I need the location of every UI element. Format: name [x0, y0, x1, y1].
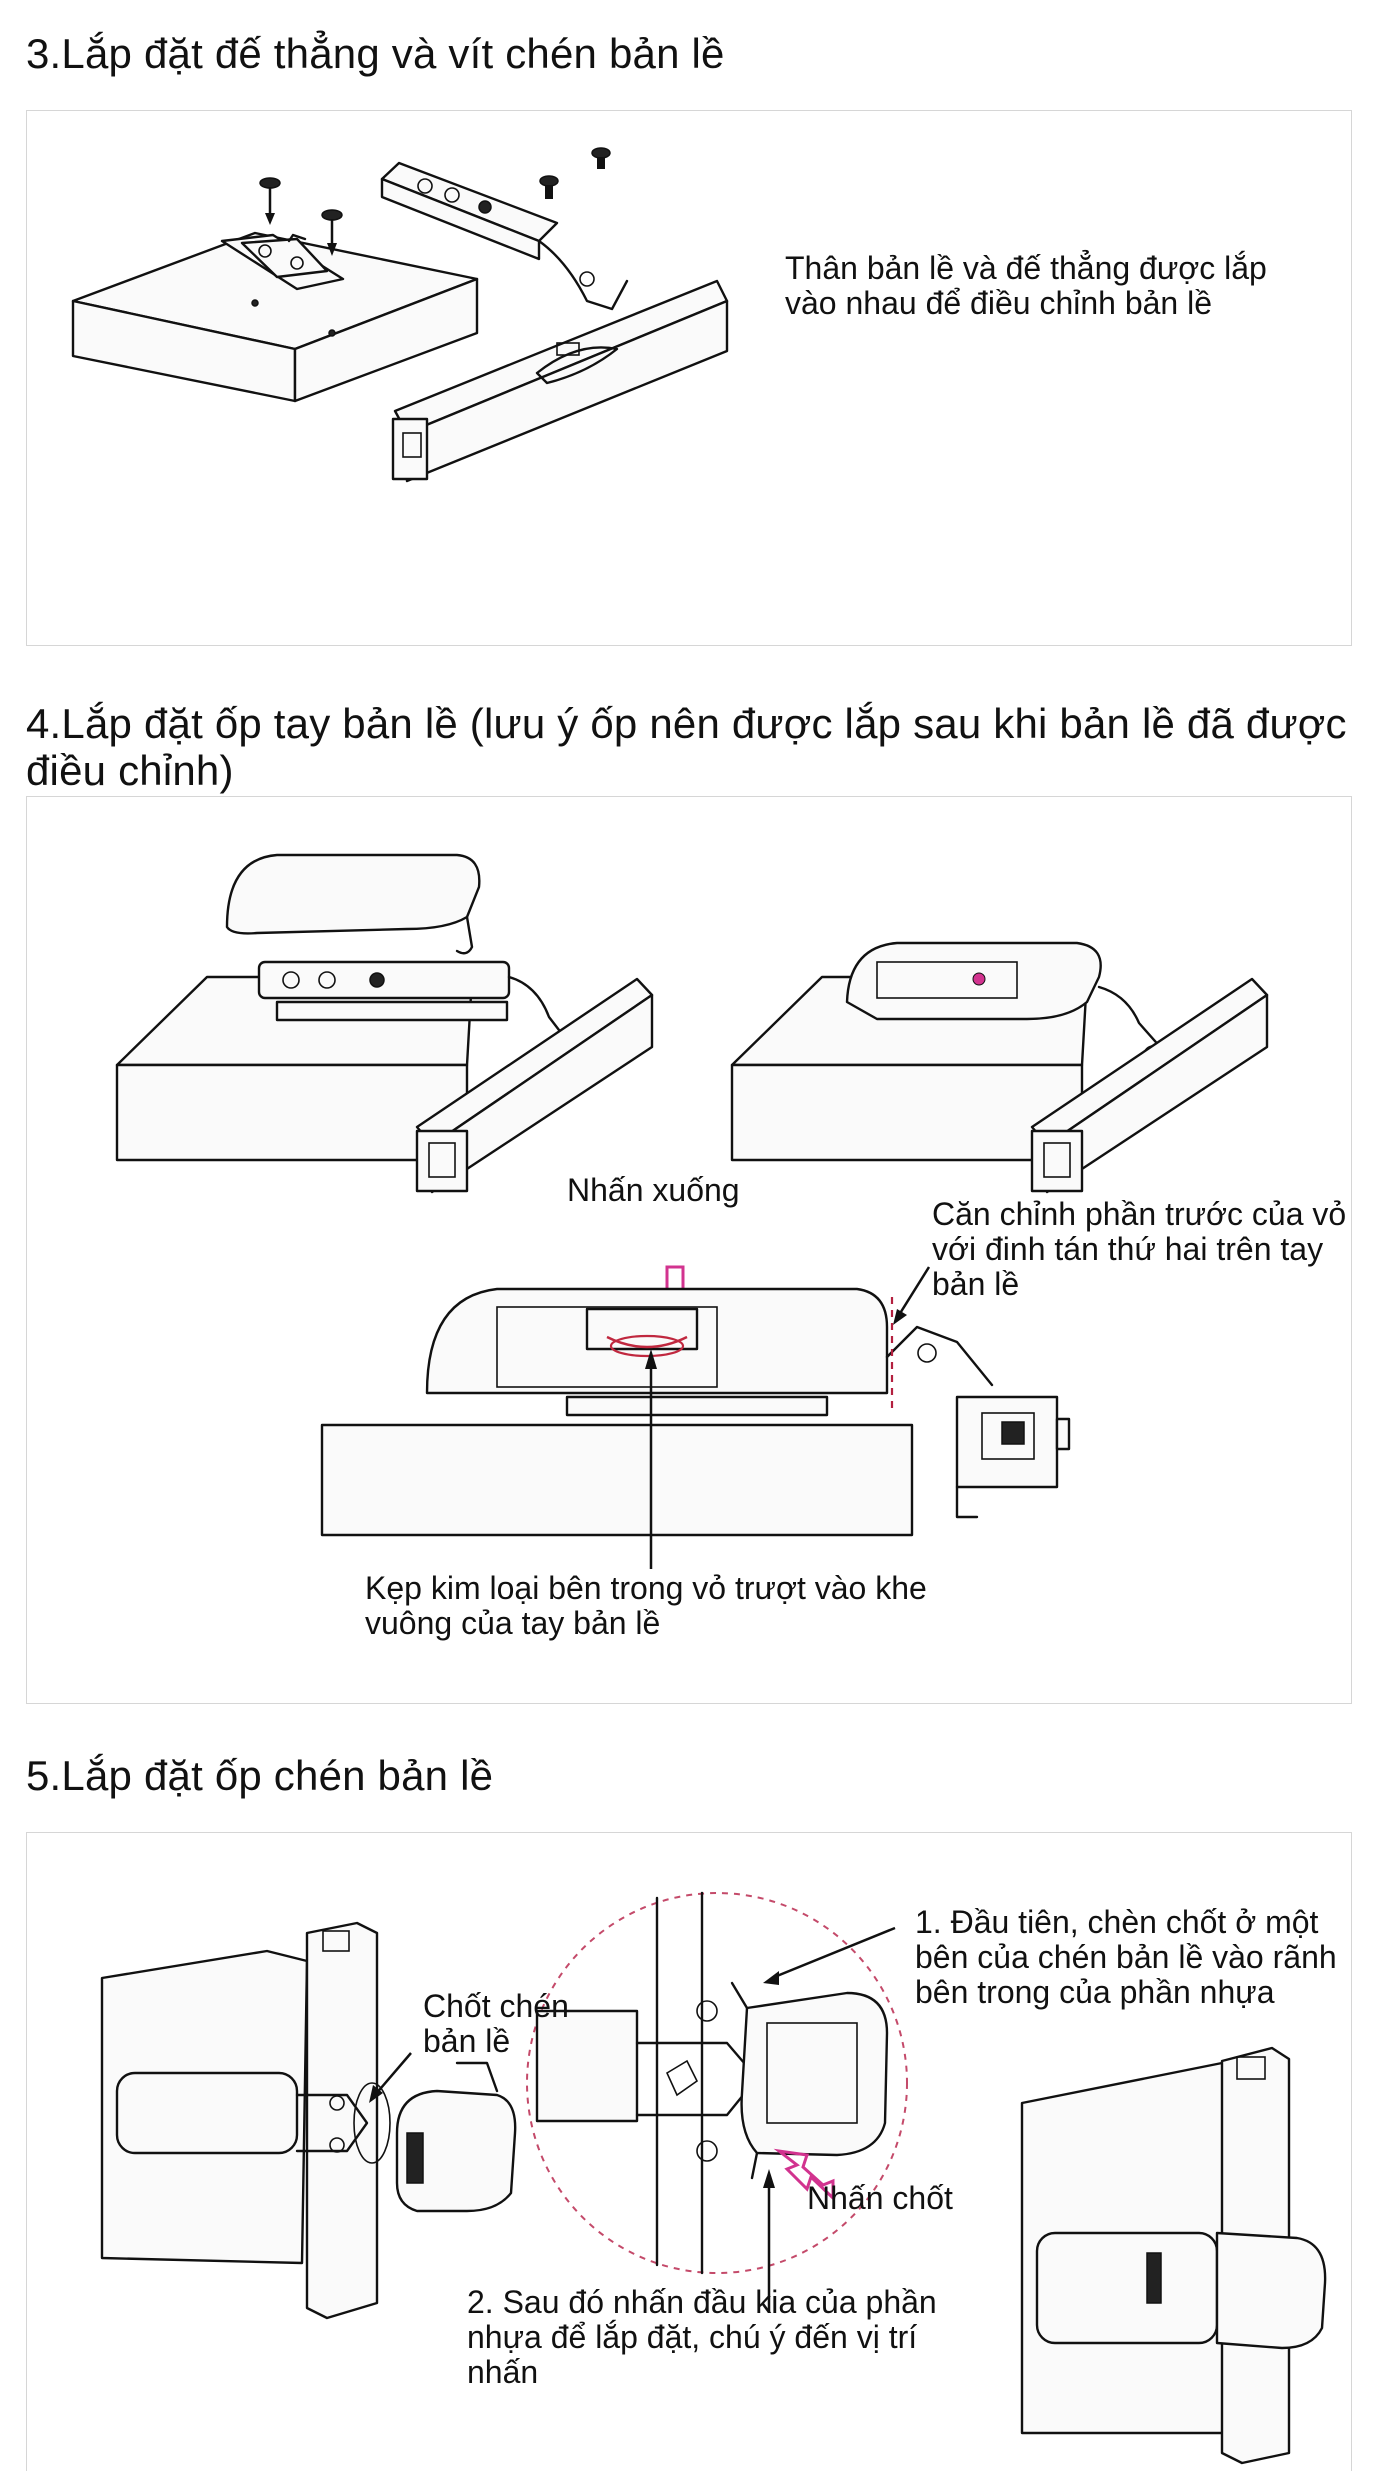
section5-panel: Chốt chén bản lề 1. Đầu tiên, chèn chốt …: [26, 1832, 1352, 2471]
magnified-detail: [526, 1891, 908, 2275]
section4-illustration: [115, 853, 1269, 1569]
hinge-cover-icon: [225, 853, 481, 955]
hinge-plate-icon: [220, 233, 345, 291]
section4-panel: Nhấn xuống Căn chỉnh phần trước của vỏ v…: [26, 796, 1352, 1704]
screw-icon: [539, 175, 559, 199]
section5-illustration: [100, 1891, 1327, 2465]
hinge-cover-icon: [425, 1287, 1071, 1519]
cup-cover-icon: [395, 2061, 517, 2213]
hinge-arm-icon: [380, 161, 629, 311]
step1-note: 1. Đầu tiên, chèn chốt ở một bên của ché…: [915, 1904, 1337, 2011]
section5-title: 5.Lắp đặt ốp chén bản lề: [26, 1752, 494, 1799]
mounting-bar: [391, 279, 729, 483]
screw-icon: [259, 177, 281, 225]
clip-note: Kẹp kim loại bên trong vỏ trượt vào khe …: [365, 1570, 927, 1642]
hinge-arm-icon: [115, 2071, 391, 2164]
press-arrow-icon: [773, 2148, 835, 2202]
cabinet-board-icon: [320, 1423, 914, 1537]
section4-title: 4.Lắp đặt ốp tay bản lề (lưu ý ốp nên đư…: [26, 700, 1347, 795]
mounting-post: [305, 1921, 379, 2320]
mounting-bar: [415, 977, 654, 1194]
step1-pointer: [771, 1926, 896, 1980]
screw-icon: [591, 147, 611, 169]
step2-note: 2. Sau đó nhấn đầu kia của phần nhựa để …: [467, 2284, 937, 2391]
press-pin-label: Nhấn chốt: [807, 2180, 953, 2216]
mounting-bar: [1030, 977, 1269, 1194]
cabinet-board-icon: [71, 231, 479, 403]
pin-label: Chốt chén bản lề: [423, 1988, 569, 2060]
hinge-cover-icon: [845, 941, 1164, 1065]
section3-title: 3.Lắp đặt đế thẳng và vít chén bản lề: [26, 30, 725, 77]
align-note: Căn chỉnh phần trước của vỏ với đinh tán…: [932, 1196, 1347, 1303]
hinge-arm-icon: [1035, 2231, 1327, 2350]
align-pointer: [897, 1266, 931, 1316]
section3-illustration: [71, 147, 729, 483]
section3-panel: Thân bản lề và đế thẳng được lắp vào nha…: [26, 110, 1352, 646]
press-down-label: Nhấn xuống: [567, 1172, 740, 1208]
section3-note: Thân bản lề và đế thẳng được lắp vào nha…: [785, 250, 1267, 322]
screw-icon: [321, 209, 343, 256]
pin-pointer: [374, 2052, 412, 2096]
